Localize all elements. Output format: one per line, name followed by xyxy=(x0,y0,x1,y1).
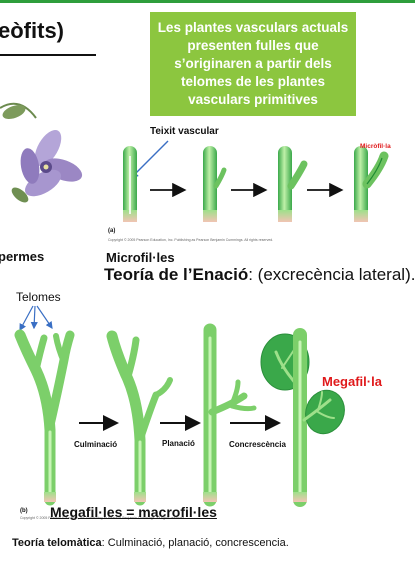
megaphyll-caption: Megafil·les = macrofil·les xyxy=(50,504,217,520)
telomic-theory-title: Teoría telomàtica xyxy=(12,537,102,549)
telomes-label: Telomes xyxy=(16,290,61,304)
microphyll-panel xyxy=(123,140,389,222)
flower-illustration xyxy=(0,102,83,203)
info-box-text: Les plantes vasculars actuals presenten … xyxy=(157,20,349,107)
enation-theory-title: Teoría de l’Enació xyxy=(104,265,249,284)
left-text-fragment: permes xyxy=(0,249,45,264)
micro-stem-2 xyxy=(203,146,217,222)
telome-stage-1 xyxy=(14,329,75,506)
panel-b-copyright: Copyright © 2005 Pearson Education, Inc.… xyxy=(20,516,186,520)
telomic-theory-desc: : Culminació, planació, concrescencia. xyxy=(101,537,289,549)
step-overtopping-label: Culminació xyxy=(74,440,118,449)
telome-stage-2 xyxy=(106,330,173,506)
enation-theory-desc: : (excrecència lateral). xyxy=(248,265,415,284)
telomic-theory-text: Teoría telomàtica: Culminació, planació,… xyxy=(12,537,289,549)
info-box: Les plantes vasculars actuals presenten … xyxy=(150,12,356,116)
megaphyll-label: Megafil·la xyxy=(322,374,382,389)
telome-stage-3 xyxy=(203,323,257,507)
panel-b-letter: (b) xyxy=(20,508,28,514)
step-webbing-label: Concrescència xyxy=(229,440,286,449)
tissue-pointer-arrow xyxy=(130,140,169,179)
title-underline xyxy=(0,54,96,56)
panel-a-letter: (a) xyxy=(108,228,116,234)
panel-a-copyright: Copyright © 2005 Pearson Education, Inc.… xyxy=(108,238,274,242)
micro-stem-3 xyxy=(278,146,292,222)
vascular-tissue-label: Teixit vascular xyxy=(150,126,219,137)
top-accent-line xyxy=(0,0,415,3)
microphyll-heading: Microfil·les xyxy=(106,250,175,265)
megaphyll-panel xyxy=(14,305,345,507)
enation-theory-text: Teoría de l’Enació: (excrecència lateral… xyxy=(104,265,415,285)
micro-stem-4 xyxy=(354,146,368,222)
telome-stage-4 xyxy=(260,328,345,507)
slide-title-fragment: eòfits) xyxy=(0,18,64,43)
microphyll-label: Micròfil·la xyxy=(360,143,391,150)
step-planation-label: Planació xyxy=(162,439,195,448)
